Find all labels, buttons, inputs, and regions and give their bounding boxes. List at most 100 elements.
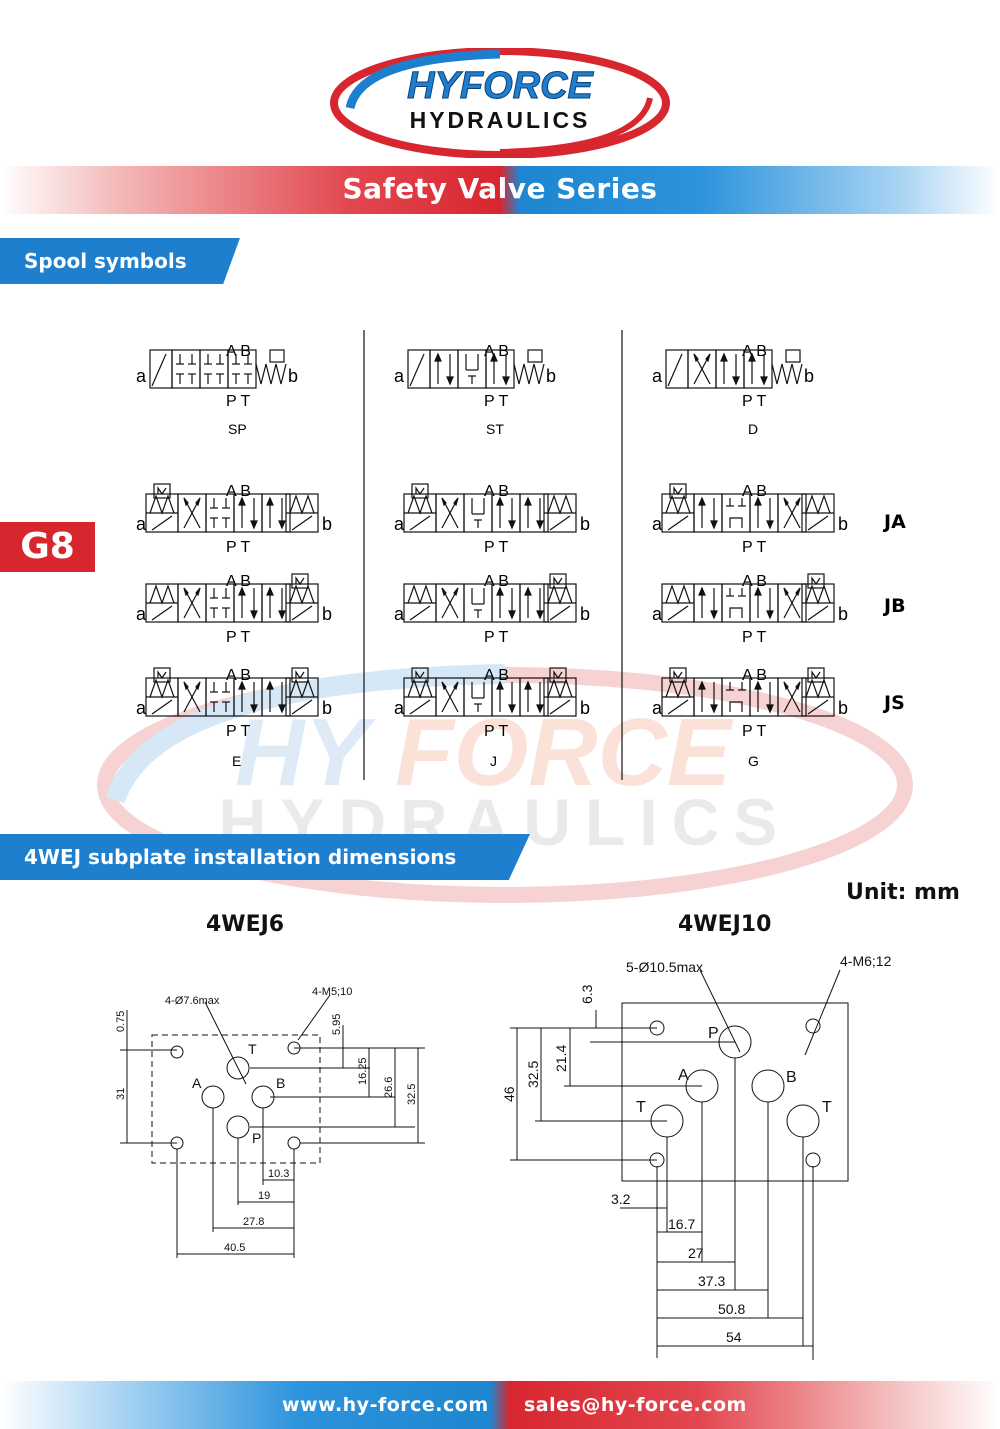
model-label-4wej6: 4WEJ6 [206,912,285,937]
row-label-js: JS [882,692,905,714]
svg-text:50.8: 50.8 [718,1301,745,1317]
svg-text:b: b [322,514,332,534]
svg-text:A B: A B [226,667,251,684]
svg-text:a: a [652,514,663,534]
svg-text:T: T [248,1041,257,1057]
svg-text:b: b [580,604,590,624]
spool-label-st: ST [486,421,504,437]
spool-label-sp: SP [228,421,247,437]
svg-text:A B: A B [484,343,509,360]
svg-text:FORCE: FORCE [395,699,734,806]
svg-text:19: 19 [258,1190,270,1202]
subplate-dimension-drawings: 4-Ø7.6max 4-M5;10 T A B P 0.75 5.95 16.2… [115,953,892,1360]
title-band [0,166,1000,214]
svg-text:P T: P T [226,723,251,740]
unit-label: Unit: mm [846,880,960,905]
svg-text:3.2: 3.2 [611,1191,631,1207]
svg-text:a: a [136,366,147,386]
svg-text:A B: A B [226,573,251,590]
svg-text:T: T [822,1099,832,1116]
svg-text:P T: P T [226,629,251,646]
spool-label-j: J [490,753,497,769]
svg-text:b: b [804,366,814,386]
svg-text:P: P [708,1025,719,1042]
svg-text:32.5: 32.5 [406,1084,418,1105]
svg-text:A B: A B [226,483,251,500]
svg-text:b: b [580,514,590,534]
svg-text:6.3: 6.3 [579,984,595,1004]
svg-text:A B: A B [742,573,767,590]
svg-text:27.8: 27.8 [243,1216,264,1228]
svg-text:a: a [652,698,663,718]
svg-text:27: 27 [688,1245,704,1261]
svg-text:b: b [322,604,332,624]
svg-text:A B: A B [484,483,509,500]
svg-text:a: a [394,698,405,718]
svg-text:a: a [394,604,405,624]
svg-text:a: a [394,514,405,534]
svg-text:b: b [838,514,848,534]
svg-text:HY: HY [235,699,376,806]
spool-label-d: D [748,421,758,437]
svg-text:a: a [136,604,147,624]
model-label-4wej10: 4WEJ10 [678,912,772,937]
svg-text:b: b [288,366,298,386]
svg-text:a: a [136,698,147,718]
svg-text:5.95: 5.95 [331,1014,343,1035]
svg-text:21.4: 21.4 [553,1045,569,1072]
svg-text:37.3: 37.3 [698,1273,725,1289]
svg-text:P T: P T [226,539,251,556]
svg-text:16.25: 16.25 [357,1057,369,1085]
callout-threads-4wej10: 4-M6;12 [840,953,892,969]
svg-text:a: a [652,604,663,624]
spool-label-g: G [748,753,759,769]
svg-text:P T: P T [742,629,767,646]
svg-text:0.75: 0.75 [115,1011,127,1032]
svg-text:40.5: 40.5 [224,1242,245,1254]
svg-text:26.6: 26.6 [383,1077,395,1098]
svg-text:A B: A B [742,483,767,500]
footer-band [0,1381,1000,1429]
svg-text:P: P [252,1130,261,1146]
row-label-jb: JB [882,595,906,617]
website-link[interactable]: www.hy-force.com [282,1394,489,1416]
svg-text:P T: P T [742,723,767,740]
section-heading-spool-symbols: Spool symbols [0,238,240,284]
svg-text:P T: P T [484,629,509,646]
svg-text:a: a [652,366,663,386]
svg-text:b: b [546,366,556,386]
svg-text:b: b [838,698,848,718]
series-title: Safety Valve Series [342,172,658,205]
page-tag: G8 [0,522,95,572]
svg-text:A B: A B [484,573,509,590]
svg-text:46: 46 [501,1086,517,1102]
logo-text-hydraulics: HYDRAULICS [410,107,591,133]
svg-text:B: B [786,1069,797,1086]
svg-text:A B: A B [484,667,509,684]
svg-text:A B: A B [742,343,767,360]
svg-text:P T: P T [484,723,509,740]
callout-threads-4wej6: 4-M5;10 [312,986,352,998]
svg-text:16.7: 16.7 [668,1216,695,1232]
spool-symbols-diagram: A B a b P T SP A B a b P T ST A B a b P [136,330,906,780]
svg-text:a: a [394,366,405,386]
svg-text:a: a [136,514,147,534]
svg-text:B: B [276,1075,285,1091]
section-heading-subplate-dimensions: 4WEJ subplate installation dimensions [0,834,530,880]
hyforce-logo: HYFORCE HYDRAULICS [330,48,670,158]
svg-text:P T: P T [484,393,509,410]
svg-text:10.3: 10.3 [268,1168,289,1180]
svg-text:b: b [838,604,848,624]
svg-text:P T: P T [484,539,509,556]
svg-text:P T: P T [226,393,251,410]
svg-text:A B: A B [742,667,767,684]
svg-text:P T: P T [742,539,767,556]
svg-text:T: T [636,1099,646,1116]
svg-text:32.5: 32.5 [525,1061,541,1088]
svg-text:b: b [322,698,332,718]
port-label-ab: A B [226,343,251,360]
row-label-ja: JA [882,511,906,533]
email-link[interactable]: sales@hy-force.com [524,1394,747,1416]
svg-text:P T: P T [742,393,767,410]
svg-text:A: A [678,1067,689,1084]
